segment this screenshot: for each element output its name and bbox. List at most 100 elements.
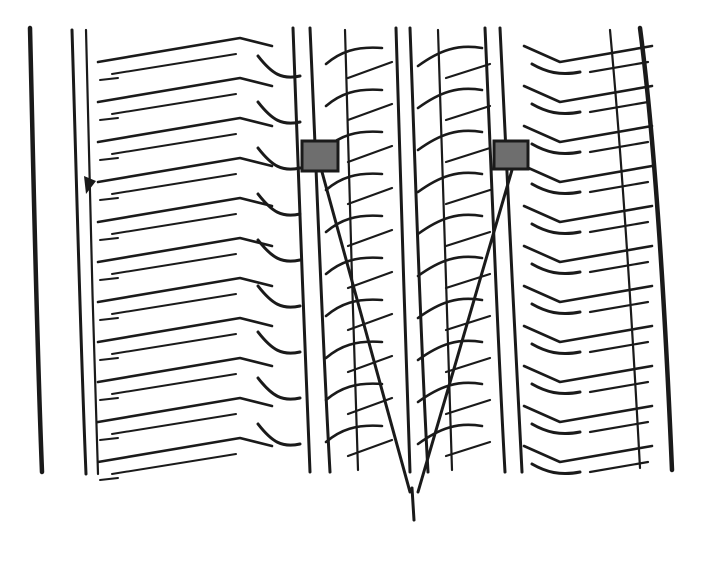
right-tread-block-edge bbox=[522, 44, 654, 64]
left-rib-sipe bbox=[324, 424, 384, 444]
right-tread-block-edge bbox=[522, 324, 654, 344]
center-rib-sipe bbox=[416, 171, 484, 194]
center-rib-sipe-short bbox=[444, 440, 492, 458]
center-rib-sipe-short bbox=[444, 230, 492, 248]
left-tread-block-edge bbox=[96, 196, 274, 224]
right-tread-block-hook bbox=[530, 382, 582, 396]
right-tread-block-sipe bbox=[588, 340, 650, 354]
left-tread-block-tick bbox=[99, 357, 119, 361]
left-tread-block-edge bbox=[96, 316, 274, 344]
center-rib-sipe bbox=[416, 255, 484, 278]
left-rib-sipe-short bbox=[346, 102, 394, 122]
right-tread-block-hook bbox=[530, 62, 582, 76]
pointer-lines-icon bbox=[320, 168, 514, 522]
right-tread-block-edge bbox=[522, 244, 654, 264]
right-shoulder-tread-blocks bbox=[522, 44, 654, 476]
center-rib-sipe-short bbox=[444, 62, 492, 80]
center-rib-sipe-short bbox=[444, 272, 492, 290]
right-tread-block-sipe bbox=[588, 380, 650, 394]
left-tread-block-tick bbox=[99, 157, 119, 161]
left-tread-block-edge bbox=[96, 36, 274, 64]
right-tread-block-sipe bbox=[588, 460, 650, 474]
left-tread-block-edge bbox=[96, 156, 274, 184]
right-tread-block-sipe bbox=[588, 180, 650, 194]
tire-left-edge-line bbox=[27, 25, 45, 475]
left-tread-block-tick bbox=[99, 477, 119, 481]
left-tread-block-tick bbox=[99, 317, 119, 321]
center-rib-sipe bbox=[416, 423, 484, 446]
left-tread-block-edge bbox=[96, 436, 274, 464]
right-tread-block-sipe bbox=[588, 420, 650, 434]
center-rib-sipe bbox=[416, 129, 484, 152]
left-rib-hook-sipe bbox=[256, 100, 302, 125]
left-tread-block-edge bbox=[96, 236, 274, 264]
right-tread-block-sipe bbox=[588, 140, 650, 154]
center-rib-sipes bbox=[416, 45, 492, 458]
left-rib-sipe-short bbox=[346, 228, 394, 248]
left-tread-block-edge bbox=[96, 276, 274, 304]
left-rib-sipe bbox=[324, 88, 384, 108]
left-rib-hook-sipe bbox=[256, 422, 302, 447]
right-tread-block-hook bbox=[530, 342, 582, 356]
left-tread-block-edge bbox=[96, 396, 274, 424]
center-rib-sipe bbox=[416, 339, 484, 362]
left-rib-sipe bbox=[324, 298, 384, 318]
tire-right-edge-line bbox=[637, 25, 675, 473]
right-tread-block-hook bbox=[530, 462, 582, 476]
center-rib-sipe-short bbox=[444, 398, 492, 416]
right-tread-block-edge bbox=[522, 404, 654, 424]
left-rib-sipe-short bbox=[346, 144, 394, 164]
left-tread-block-sipe bbox=[111, 53, 237, 75]
left-rib-line bbox=[343, 28, 360, 472]
right-tread-block-edge bbox=[522, 84, 654, 104]
left-rib-sipe-short bbox=[346, 438, 394, 458]
left-rib-sipe-short bbox=[346, 312, 394, 332]
tire-left-shoulder-inner-line bbox=[84, 28, 100, 476]
center-rib-sipe-short bbox=[444, 146, 492, 164]
left-rib-sipe bbox=[324, 214, 384, 234]
right-tread-block-hook bbox=[530, 422, 582, 436]
right-tread-block-hook bbox=[530, 182, 582, 196]
right-tread-block-edge bbox=[522, 284, 654, 304]
pointer-line-left bbox=[320, 170, 412, 494]
center-rib-sipe bbox=[416, 213, 484, 236]
left-rib-sipe-short bbox=[346, 186, 394, 206]
left-tread-block-sipe bbox=[111, 93, 237, 115]
left-tread-block-tick bbox=[99, 397, 119, 401]
tire-left-shoulder-line bbox=[70, 28, 88, 476]
right-tread-block-sipe bbox=[588, 60, 650, 74]
left-rib-hook-sipe bbox=[256, 330, 302, 355]
center-rib-sipe-short bbox=[444, 104, 492, 122]
left-rib-sipe bbox=[324, 172, 384, 192]
left-rib-sipe bbox=[324, 256, 384, 276]
left-tread-block-edge bbox=[96, 356, 274, 384]
left-tread-block-tick bbox=[99, 197, 119, 201]
right-tread-block-sipe bbox=[588, 100, 650, 114]
right-tread-block-sipe bbox=[588, 300, 650, 314]
right-tread-block-edge bbox=[522, 364, 654, 384]
right-tread-block-edge bbox=[522, 124, 654, 144]
groove-1-left-wall bbox=[291, 26, 312, 474]
groove-2-right-wall bbox=[408, 26, 430, 474]
right-tread-block-hook bbox=[530, 222, 582, 236]
left-rib-sipe-short bbox=[346, 354, 394, 374]
center-rib-sipe bbox=[416, 45, 484, 68]
left-tread-block-sipe bbox=[111, 453, 237, 475]
right-tread-block-edge bbox=[522, 444, 654, 464]
left-tread-block-sipe bbox=[111, 253, 237, 275]
left-rib-sipe bbox=[324, 382, 384, 402]
wear-indicator-left-icon bbox=[300, 139, 340, 173]
left-tread-block-sipe bbox=[111, 373, 237, 395]
left-tread-block-sipe bbox=[111, 213, 237, 235]
right-tread-block-hook bbox=[530, 102, 582, 116]
groove-2-left-wall bbox=[394, 26, 412, 474]
groove-3-left-wall bbox=[483, 26, 507, 474]
pointer-line-right bbox=[416, 168, 514, 494]
left-shoulder-tread-blocks bbox=[96, 36, 302, 481]
left-rib-sipe-short bbox=[346, 60, 394, 80]
left-rib-sipe bbox=[324, 46, 384, 66]
left-tread-block-tick bbox=[99, 77, 119, 81]
left-tread-block-tick bbox=[99, 277, 119, 281]
groove-1-right-wall bbox=[308, 26, 332, 474]
